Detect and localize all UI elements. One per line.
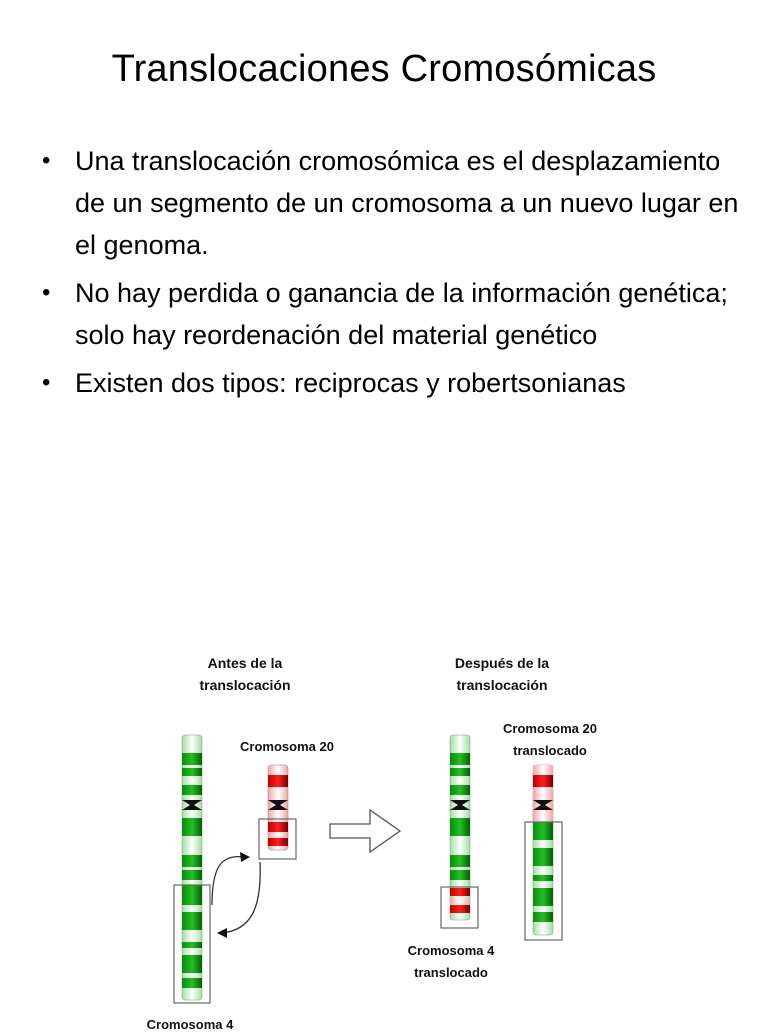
- bullet-text: No hay perdida o ganancia de la informac…: [75, 278, 728, 350]
- chr20-trans-line2: translocado: [513, 743, 587, 758]
- chr4-trans-line1: Cromosoma 4: [407, 943, 495, 958]
- bullet-marker: •: [42, 279, 51, 306]
- chr20-label: Cromosoma 20: [240, 739, 334, 754]
- bullet-item: • Existen dos tipos: reciprocas y roberts…: [42, 362, 742, 404]
- chr4-trans-line2: translocado: [414, 965, 488, 980]
- chromosome-20-before: [258, 764, 297, 860]
- bullet-text: Existen dos tipos: reciprocas y robertso…: [75, 368, 626, 398]
- exchange-arrows: [211, 852, 261, 938]
- chr4-label: Cromosoma 4: [146, 1017, 234, 1032]
- before-heading-line2: translocación: [199, 677, 291, 693]
- chromosome-20-translocated: [524, 764, 563, 941]
- after-heading-line2: translocación: [456, 677, 548, 693]
- chromosome-4-translocated: [440, 734, 479, 929]
- bullet-text: Una translocación cromosómica es el desp…: [75, 146, 739, 260]
- chr20-translocated-label: Cromosoma 20 translocado: [485, 718, 615, 762]
- before-heading-line1: Antes de la: [207, 655, 283, 671]
- after-heading-line1: Después de la: [454, 655, 550, 671]
- bullet-item: • Una translocación cromosómica es el des…: [42, 140, 742, 266]
- bullet-item: • No hay perdida o ganancia de la informa…: [42, 272, 742, 356]
- bullet-marker: •: [42, 369, 51, 396]
- chromosome-4-before: [173, 734, 211, 1004]
- slide-title: Translocaciones Cromosómicas: [111, 48, 657, 90]
- chr4-translocated-label: Cromosoma 4 translocado: [386, 940, 516, 984]
- chr20-trans-line1: Cromosoma 20: [503, 721, 597, 736]
- bullet-marker: •: [42, 147, 51, 174]
- transition-arrow-icon: [329, 808, 402, 854]
- after-heading: Después de la translocación: [422, 652, 582, 696]
- bullet-list: • Una translocación cromosómica es el des…: [42, 140, 742, 410]
- before-heading: Antes de la translocación: [165, 652, 325, 696]
